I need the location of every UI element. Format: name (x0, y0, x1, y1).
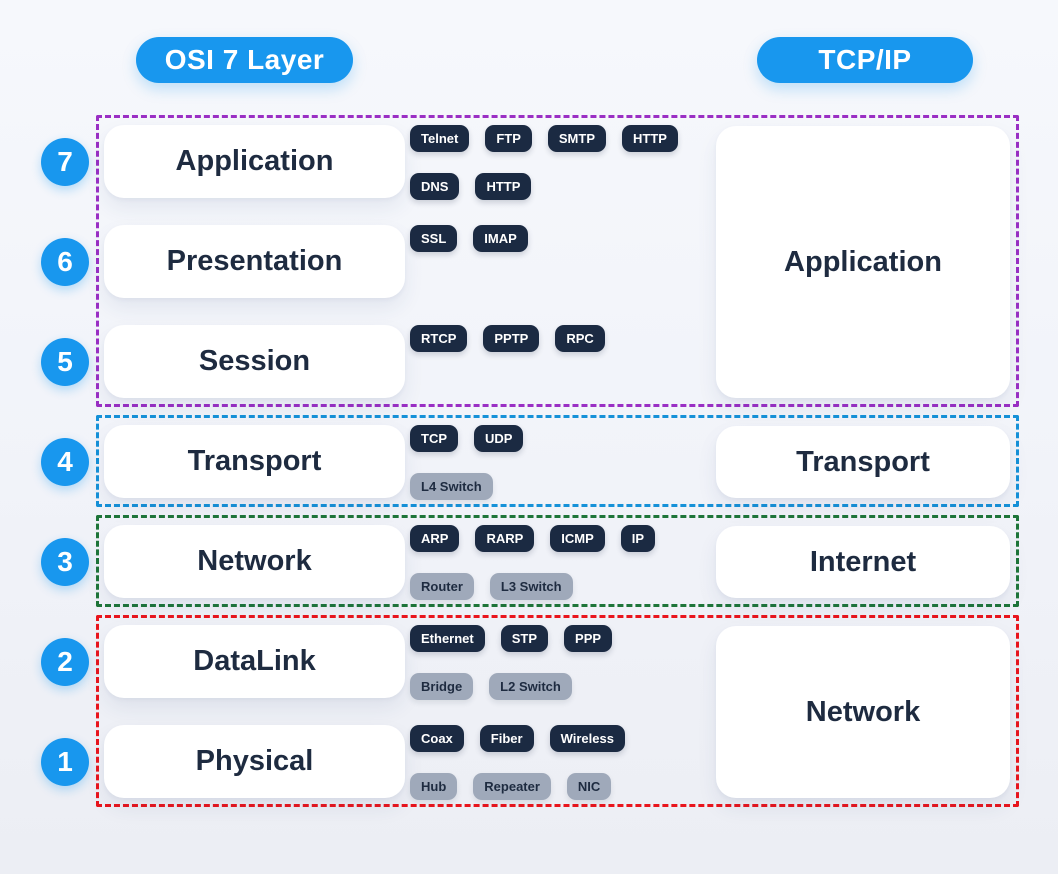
tcpip-layer-card-application: Application (716, 126, 1010, 398)
protocol-tag-row: Telnet FTP SMTP HTTP (410, 125, 678, 152)
protocol-tag-icmp: ICMP (550, 525, 605, 552)
layer-number-badge-1: 1 (41, 738, 89, 786)
tcpip-layer-card-network: Network (716, 626, 1010, 798)
protocol-tag-coax: Coax (410, 725, 464, 752)
protocol-tag-row: Hub Repeater NIC (410, 773, 612, 800)
osi-layer-card-datalink: DataLink (104, 625, 405, 698)
protocol-tag-nic: NIC (566, 773, 612, 800)
protocol-tag-row: RTCP PPTP RPC (410, 325, 605, 352)
protocol-tag-imap: IMAP (473, 225, 528, 252)
tcpip-header-pill: TCP/IP (757, 37, 973, 83)
osi-layer-card-transport: Transport (104, 425, 405, 498)
osi-layer-card-application: Application (104, 125, 405, 198)
osi-layer-card-presentation: Presentation (104, 225, 405, 298)
protocol-tag-l2-switch: L2 Switch (489, 673, 572, 700)
protocol-tag-hub: Hub (410, 773, 458, 800)
protocol-tag-ppp: PPP (564, 625, 613, 652)
layer-number-badge-7: 7 (41, 138, 89, 186)
protocol-tag-smtp: SMTP (547, 125, 607, 152)
protocol-tag-ssl: SSL (410, 225, 458, 252)
layer-number-badge-3: 3 (41, 538, 89, 586)
protocol-tag-row: Coax Fiber Wireless (410, 725, 625, 752)
protocol-tag-dns: DNS (410, 173, 460, 200)
osi-layer-card-physical: Physical (104, 725, 405, 798)
protocol-tag-rarp: RARP (475, 525, 535, 552)
group-outline-osi-layers-1-2 (96, 615, 1019, 807)
protocol-tag-row: DNS HTTP (410, 173, 532, 200)
protocol-tag-ftp: FTP (485, 125, 532, 152)
protocol-tag-wireless: Wireless (549, 725, 625, 752)
protocol-tag-udp: UDP (474, 425, 524, 452)
protocol-tag-http: HTTP (622, 125, 678, 152)
protocol-tag-l4-switch: L4 Switch (410, 473, 493, 500)
protocol-tag-l3-switch: L3 Switch (489, 573, 573, 600)
protocol-tag-pptp: PPTP (483, 325, 540, 352)
osi-layer-card-network: Network (104, 525, 405, 598)
protocol-tag-rpc: RPC (555, 325, 605, 352)
layer-number-badge-5: 5 (41, 338, 89, 386)
protocol-tag-row: ARP RARP ICMP IP (410, 525, 656, 552)
protocol-tag-ip: IP (620, 525, 656, 552)
protocol-tag-fiber: Fiber (479, 725, 534, 752)
protocol-tag-repeater: Repeater (473, 773, 551, 800)
protocol-tag-row: L4 Switch (410, 473, 493, 500)
protocol-tag-row: SSL IMAP (410, 225, 528, 252)
group-outline-osi-layers-5-7 (96, 115, 1019, 407)
group-outline-osi-layer-3 (96, 515, 1019, 607)
layer-number-badge-6: 6 (41, 238, 89, 286)
protocol-tag-telnet: Telnet (410, 125, 470, 152)
osi-header-pill: OSI 7 Layer (136, 37, 353, 83)
protocol-tag-row: TCP UDP (410, 425, 524, 452)
protocol-tag-tcp: TCP (410, 425, 458, 452)
layer-number-badge-4: 4 (41, 438, 89, 486)
protocol-tag-router: Router (410, 573, 474, 600)
tcpip-layer-card-transport: Transport (716, 426, 1010, 498)
protocol-tag-http: HTTP (475, 173, 532, 200)
protocol-tag-arp: ARP (410, 525, 460, 552)
osi-layer-card-session: Session (104, 325, 405, 398)
layer-number-badge-2: 2 (41, 638, 89, 686)
protocol-tag-stp: STP (500, 625, 549, 652)
protocol-tag-row: Ethernet STP PPP (410, 625, 613, 652)
protocol-tag-row: Bridge L2 Switch (410, 673, 572, 700)
tcpip-layer-card-internet: Internet (716, 526, 1010, 598)
group-outline-osi-layer-4 (96, 415, 1019, 507)
protocol-tag-row: Router L3 Switch (410, 573, 573, 600)
protocol-tag-ethernet: Ethernet (410, 625, 485, 652)
protocol-tag-bridge: Bridge (410, 673, 474, 700)
protocol-tag-rtcp: RTCP (410, 325, 468, 352)
